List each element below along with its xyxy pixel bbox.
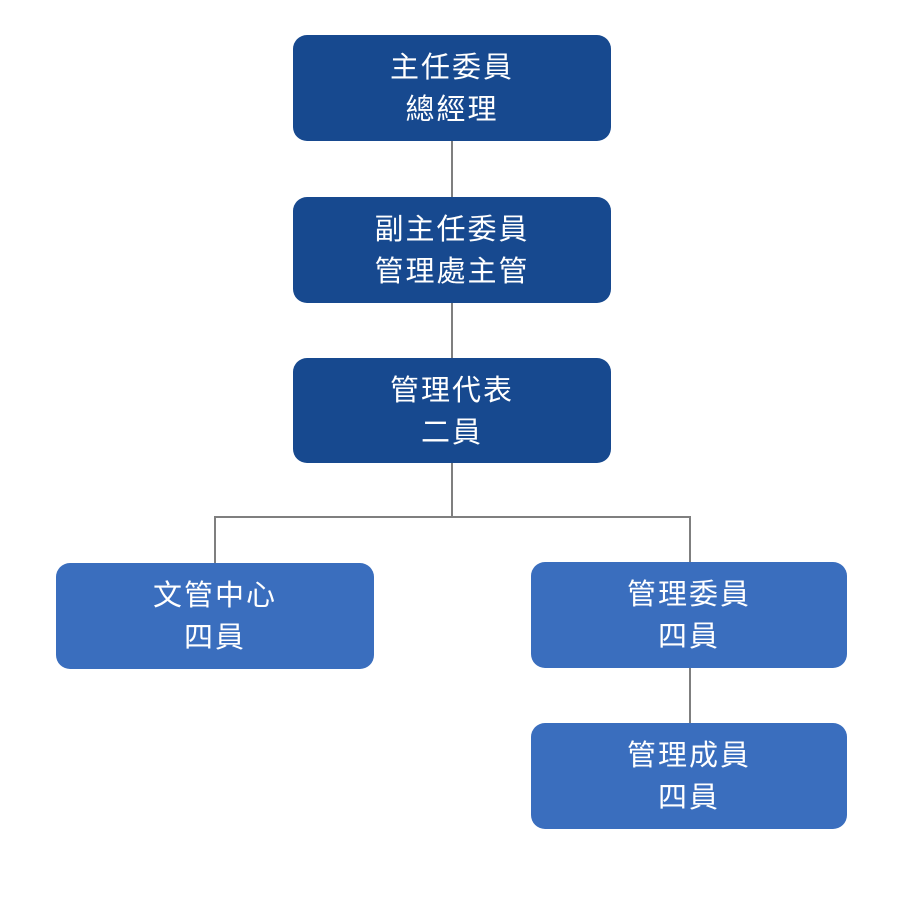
org-node-document-control-center: 文管中心 四員 [56,563,374,669]
connector-management-committee-management-members [689,668,691,723]
connector-management-representative-stem [451,463,453,517]
org-node-management-committee: 管理委員 四員 [531,562,847,668]
connector-branch-management-committee [689,516,691,562]
org-node-management-representative: 管理代表 二員 [293,358,611,463]
node-title: 管理委員 [626,577,751,611]
connector-vice-chairman-management-representative [451,303,453,358]
node-title: 副主任委員 [374,212,530,246]
org-node-vice-chairman: 副主任委員 管理處主管 [293,197,611,303]
org-node-management-members: 管理成員 四員 [531,723,847,829]
node-subtitle: 四員 [657,619,720,653]
node-title: 主任委員 [389,50,514,84]
org-node-chairman: 主任委員 總經理 [293,35,611,141]
connector-chairman-vice-chairman [451,141,453,197]
node-title: 管理成員 [626,738,751,772]
node-subtitle: 二員 [420,414,483,449]
node-subtitle: 總經理 [405,92,499,126]
node-subtitle: 四員 [183,620,246,654]
node-subtitle: 管理處主管 [374,254,530,288]
connector-branch-document-control-center [214,516,216,563]
node-title: 文管中心 [152,578,277,612]
node-subtitle: 四員 [657,780,720,814]
node-title: 管理代表 [389,372,514,407]
connector-branch-horizontal [214,516,691,518]
